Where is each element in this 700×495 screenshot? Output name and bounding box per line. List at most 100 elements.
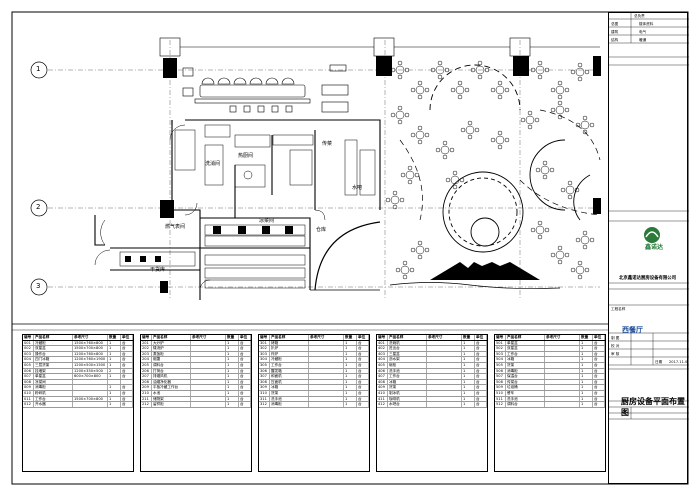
table-cell bbox=[108, 379, 121, 385]
table-cell: 503 bbox=[495, 351, 506, 357]
table-cell bbox=[427, 390, 462, 396]
dining-chair bbox=[395, 267, 401, 273]
dining-chair bbox=[452, 184, 458, 190]
dining-chair bbox=[577, 62, 583, 68]
table-cell: 冰箱 bbox=[270, 385, 309, 390]
dining-table bbox=[495, 85, 505, 95]
dining-table bbox=[575, 67, 585, 77]
table-cell: 台 bbox=[357, 390, 369, 396]
table-cell: 1 bbox=[462, 396, 475, 402]
table-header-cell: 单位 bbox=[121, 335, 133, 340]
table-cell: 台 bbox=[239, 385, 251, 390]
table-cell bbox=[427, 351, 462, 357]
table-cell: 台 bbox=[593, 346, 605, 351]
table-cell bbox=[545, 390, 580, 396]
table-cell: 506 bbox=[495, 368, 506, 374]
table-cell: 306 bbox=[259, 368, 270, 374]
table-cell bbox=[545, 396, 580, 402]
table-cell bbox=[545, 385, 580, 390]
dining-chair bbox=[530, 67, 536, 73]
dining-chair bbox=[442, 154, 448, 160]
dining-chair bbox=[564, 252, 570, 258]
table-cell bbox=[545, 402, 580, 407]
table-cell: 台 bbox=[475, 379, 487, 385]
table-cell: 401 bbox=[377, 340, 388, 346]
table-cell: 1 bbox=[108, 374, 121, 379]
table-cell: 台 bbox=[121, 374, 133, 379]
table-cell: 010 bbox=[23, 390, 34, 396]
table-cell: 1 bbox=[462, 390, 475, 396]
table-cell: 水池 bbox=[152, 390, 191, 396]
room-label-cold-room: 凉菜间 bbox=[259, 218, 275, 224]
table-cell: 202 bbox=[141, 346, 152, 351]
table-cell: 台 bbox=[357, 368, 369, 374]
table-cell: 挂墙架 bbox=[34, 368, 73, 374]
table-cell bbox=[191, 385, 226, 390]
table-cell: 台 bbox=[239, 340, 251, 346]
dining-chair bbox=[542, 160, 548, 166]
table-cell: 台 bbox=[593, 390, 605, 396]
table-cell bbox=[73, 402, 108, 407]
dining-chair bbox=[417, 240, 423, 246]
table-cell: 408 bbox=[377, 379, 388, 385]
table-cell: 台 bbox=[475, 374, 487, 379]
table-cell: 1200×760×800 bbox=[73, 351, 108, 357]
table-cell: 1 bbox=[462, 362, 475, 368]
table-cell: 407 bbox=[377, 374, 388, 379]
dining-chair bbox=[444, 67, 450, 73]
table-cell: 台 bbox=[475, 368, 487, 374]
axis-bubble-1 bbox=[30, 61, 48, 79]
table-header: 编号产品名称参考尺寸数量单位 bbox=[23, 335, 133, 341]
table-cell: 1 bbox=[226, 396, 239, 402]
table-cell: 储物架 bbox=[152, 396, 191, 402]
dining-chair bbox=[560, 187, 566, 193]
table-cell: 调料台 bbox=[506, 402, 545, 407]
table-cell: 台 bbox=[593, 357, 605, 362]
dining-chair bbox=[417, 94, 423, 100]
table-cell: 501 bbox=[495, 340, 506, 346]
dining-chair bbox=[577, 260, 583, 266]
table-cell: 1 bbox=[462, 368, 475, 374]
room-label-pass: 传菜 bbox=[322, 141, 333, 147]
dining-chair bbox=[392, 204, 398, 210]
dining-chair bbox=[407, 165, 413, 171]
table-header-cell: 参考尺寸 bbox=[309, 335, 344, 340]
table-cell: 制冰机 bbox=[388, 390, 427, 396]
table-header-cell: 产品名称 bbox=[506, 335, 545, 340]
table-cell: 台 bbox=[239, 368, 251, 374]
dining-table bbox=[415, 245, 425, 255]
dining-chair bbox=[404, 112, 410, 118]
dining-chair bbox=[520, 117, 526, 123]
table-cell: 1 bbox=[108, 396, 121, 402]
table-header-cell: 单位 bbox=[593, 335, 605, 340]
table-cell bbox=[427, 346, 462, 351]
field-date-value: 2017.11.0 bbox=[669, 360, 688, 364]
dining-chair bbox=[414, 172, 420, 178]
table-cell: 台 bbox=[475, 340, 487, 346]
table-cell bbox=[427, 374, 462, 379]
table-cell: 2 bbox=[108, 368, 121, 374]
table-cell: 1 bbox=[580, 368, 593, 374]
table-cell: 008 bbox=[23, 379, 34, 385]
room-label-main-cooking: 热厨间 bbox=[238, 153, 254, 159]
table-cell: 消毒柜 bbox=[506, 368, 545, 374]
table-cell: 台 bbox=[357, 379, 369, 385]
